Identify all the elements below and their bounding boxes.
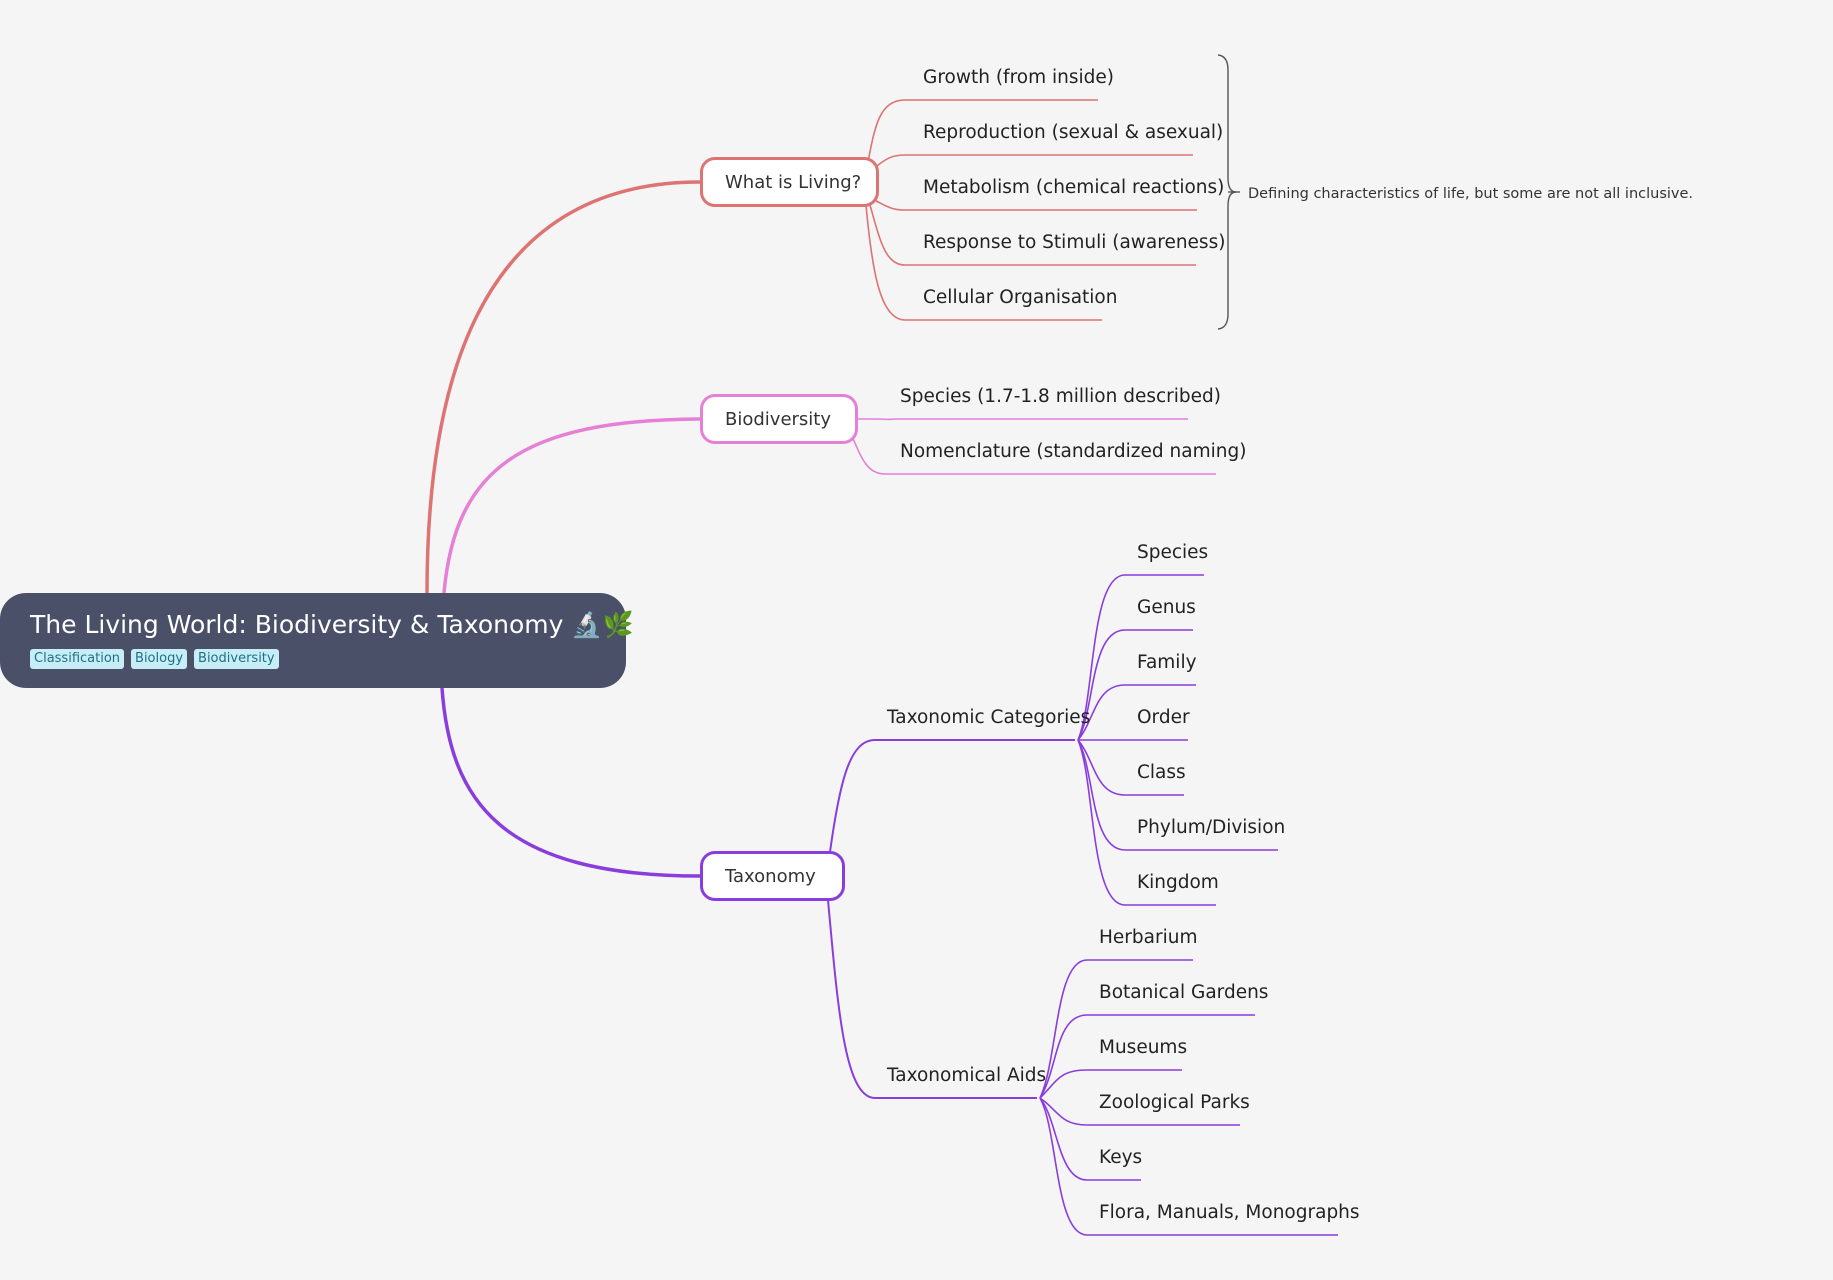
- connector-root-taxonomy: [440, 687, 701, 878]
- root-emoji: 🔬🌿: [571, 610, 634, 639]
- aid-keys[interactable]: Keys: [1099, 1147, 1143, 1168]
- leaf-cellular[interactable]: Cellular Organisation: [923, 287, 1118, 308]
- taxonomy-subbranch-connectors: [827, 739, 1075, 1099]
- category-kingdom[interactable]: Kingdom: [1137, 872, 1219, 893]
- subbranch-taxonomic-categories[interactable]: Taxonomic Categories: [887, 707, 1091, 728]
- tag-biodiversity[interactable]: Biodiversity: [194, 649, 279, 669]
- connector-living-metabolism: [873, 199, 1197, 211]
- connector-bio-nomenclature: [851, 435, 1216, 475]
- leaf-metabolism[interactable]: Metabolism (chemical reactions): [923, 177, 1225, 198]
- branch-what-is-living[interactable]: What is Living?: [700, 157, 879, 207]
- connector-root-living: [425, 180, 701, 594]
- category-class[interactable]: Class: [1137, 762, 1186, 783]
- tag-biology[interactable]: Biology: [131, 649, 188, 669]
- connector-aid-keys: [1039, 1097, 1141, 1181]
- leaf-nomenclature[interactable]: Nomenclature (standardized naming): [900, 441, 1247, 462]
- connector-aid-flora: [1039, 1097, 1338, 1236]
- connector-cat-phylum: [1077, 739, 1278, 851]
- connector-living-reproduction: [873, 154, 1193, 169]
- branch-biodiversity[interactable]: Biodiversity: [700, 394, 858, 444]
- category-phylum[interactable]: Phylum/Division: [1137, 817, 1286, 838]
- root-title-text: The Living World: Biodiversity & Taxonom…: [30, 610, 564, 639]
- leaf-reproduction[interactable]: Reproduction (sexual & asexual): [923, 122, 1224, 143]
- connector-aid-museums: [1039, 1069, 1182, 1099]
- connector-root-biodiversity: [442, 417, 701, 594]
- tag-classification[interactable]: Classification: [30, 649, 125, 669]
- subbranch-taxonomical-aids[interactable]: Taxonomical Aids: [887, 1065, 1047, 1086]
- biodiversity-leaf-connectors: [851, 418, 1216, 475]
- category-order[interactable]: Order: [1137, 707, 1190, 728]
- connector-cat-class: [1077, 739, 1184, 796]
- connector-aid-botanical: [1039, 1014, 1255, 1099]
- aid-museums[interactable]: Museums: [1099, 1037, 1188, 1058]
- category-family[interactable]: Family: [1137, 652, 1197, 673]
- aid-herbarium[interactable]: Herbarium: [1099, 927, 1198, 948]
- root-topic[interactable]: The Living World: Biodiversity & Taxonom…: [0, 593, 634, 688]
- aid-zoological-parks[interactable]: Zoological Parks: [1099, 1092, 1250, 1113]
- connector-living-response: [869, 204, 1196, 266]
- leaf-species-described[interactable]: Species (1.7-1.8 million described): [900, 386, 1221, 407]
- connector-aid-herbarium: [1039, 959, 1193, 1099]
- leaf-response[interactable]: Response to Stimuli (awareness): [923, 232, 1226, 253]
- leaf-growth[interactable]: Growth (from inside): [923, 67, 1114, 88]
- connector-tax-aids: [827, 899, 1037, 1099]
- connector-cat-family: [1077, 684, 1196, 741]
- connector-living-cellular: [865, 204, 1102, 321]
- connector-living-growth: [867, 99, 1098, 163]
- connector-tax-categories: [829, 739, 1075, 853]
- category-leaf-connectors: [1077, 574, 1278, 906]
- living-note[interactable]: Defining characteristics of life, but so…: [1248, 186, 1694, 202]
- category-species[interactable]: Species: [1137, 542, 1209, 563]
- root-tags: Classification Biology Biodiversity: [30, 649, 596, 669]
- branch-taxonomy[interactable]: Taxonomy: [700, 851, 845, 901]
- aid-flora-manuals[interactable]: Flora, Manuals, Monographs: [1099, 1202, 1360, 1223]
- connector-cat-genus: [1077, 629, 1193, 741]
- category-genus[interactable]: Genus: [1137, 597, 1196, 618]
- aid-botanical-gardens[interactable]: Botanical Gardens: [1099, 982, 1269, 1003]
- aids-leaf-connectors: [1039, 959, 1338, 1236]
- root-title: The Living World: Biodiversity & Taxonom…: [30, 607, 634, 643]
- connector-cat-kingdom: [1077, 739, 1216, 906]
- connector-aid-zoological: [1039, 1097, 1240, 1126]
- connector-cat-species: [1077, 574, 1204, 741]
